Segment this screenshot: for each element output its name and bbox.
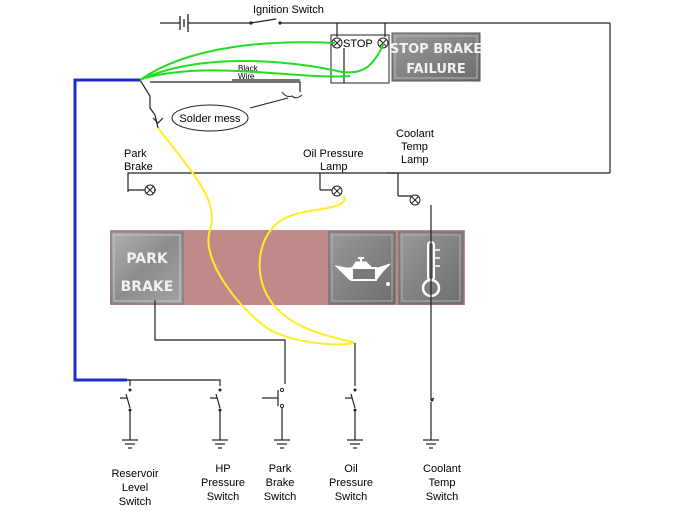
coolant-switch-label-1: Coolant bbox=[423, 463, 461, 475]
coolant-temp-lamp-icon bbox=[409, 194, 421, 206]
ground-icon bbox=[423, 439, 439, 449]
green-wires bbox=[139, 41, 385, 81]
hp-switch-label-2: Pressure bbox=[201, 477, 245, 489]
reservoir-switch-label-2: Level bbox=[122, 482, 148, 494]
park-switch-label-1: Park bbox=[269, 463, 292, 475]
coolant-temp-switch-symbol bbox=[430, 397, 435, 440]
park-brake-switch-symbol bbox=[262, 387, 285, 440]
stop-label: STOP bbox=[343, 38, 373, 50]
oil-pressure-lamp-label-2: Lamp bbox=[320, 161, 348, 173]
stop-brake-failure-line1: STOP BRAKE bbox=[390, 42, 482, 57]
coolant-temp-lamp-label-3: Lamp bbox=[401, 154, 429, 166]
park-brake-button: PARK BRAKE bbox=[110, 231, 184, 305]
solder-mess-label: Solder mess bbox=[179, 113, 241, 125]
black-wire-label-2: Wire bbox=[238, 72, 255, 81]
oil-pressure-lamp-icon bbox=[331, 185, 343, 197]
hp-switch-label-3: Switch bbox=[207, 491, 239, 503]
oil-can-icon bbox=[334, 257, 391, 286]
coolant-temp-lamp-label-1: Coolant bbox=[396, 128, 434, 140]
reservoir-level-switch-symbol bbox=[120, 388, 132, 440]
blue-wire bbox=[73, 78, 140, 382]
solder-mess-callout: Solder mess bbox=[171, 91, 303, 132]
oil-pressure-lamp-label-1: Oil Pressure bbox=[303, 148, 364, 160]
ignition-switch-symbol bbox=[249, 18, 282, 25]
park-brake-lamp-label-2: Brake bbox=[124, 161, 153, 173]
stop-brake-failure-line2: FAILURE bbox=[406, 62, 466, 77]
reservoir-switch-label-3: Switch bbox=[119, 496, 151, 508]
park-brake-panel-line1: PARK bbox=[126, 251, 169, 267]
coolant-switch-label-2: Temp bbox=[429, 477, 456, 489]
hp-switch-label-1: HP bbox=[215, 463, 230, 475]
oil-pressure-button bbox=[328, 231, 396, 305]
dashboard-panel: PARK BRAKE bbox=[110, 230, 465, 305]
park-brake-panel-line2: BRAKE bbox=[121, 279, 174, 295]
ignition-switch-label: Ignition Switch bbox=[253, 4, 324, 16]
oil-switch-label-2: Pressure bbox=[329, 477, 373, 489]
park-brake-lamp-label-1: Park bbox=[124, 148, 147, 160]
hp-pressure-switch-symbol bbox=[210, 388, 222, 440]
battery-icon bbox=[179, 14, 189, 32]
oil-switch-label-1: Oil bbox=[344, 463, 357, 475]
park-switch-label-2: Brake bbox=[266, 477, 295, 489]
stop-brake-failure-panel: STOP BRAKE FAILURE bbox=[390, 32, 482, 82]
ground-icon bbox=[122, 439, 138, 449]
reservoir-switch-label-1: Reservoir bbox=[111, 468, 158, 480]
yellow-wires bbox=[157, 127, 356, 346]
oil-switch-label-3: Switch bbox=[335, 491, 367, 503]
park-switch-label-3: Switch bbox=[264, 491, 296, 503]
coolant-temp-lamp-label-2: Temp bbox=[401, 141, 428, 153]
ground-icon bbox=[274, 439, 290, 449]
park-brake-lamp-icon bbox=[144, 184, 156, 196]
oil-pressure-switch-symbol bbox=[345, 343, 357, 440]
coolant-switch-label-3: Switch bbox=[426, 491, 458, 503]
ground-icon bbox=[347, 439, 363, 449]
black-wire-label-1: Black bbox=[238, 64, 259, 73]
ground-icon bbox=[212, 439, 228, 449]
